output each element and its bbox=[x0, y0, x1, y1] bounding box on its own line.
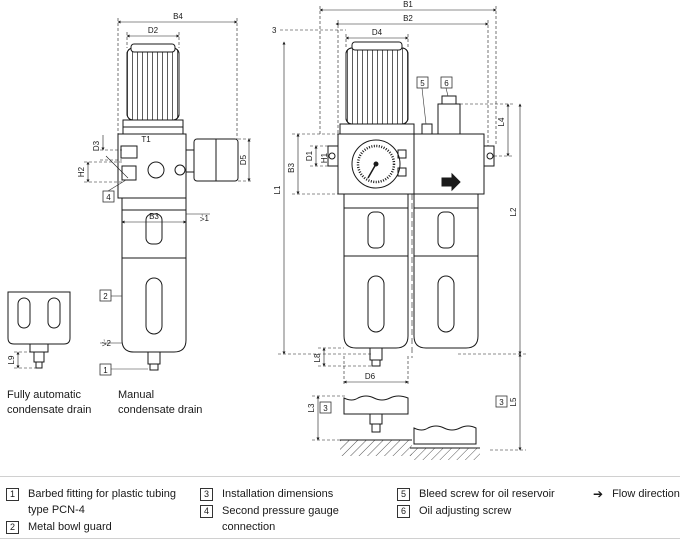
dim-l5: L5 bbox=[509, 397, 518, 406]
caption-auto-drain: Fully automatic condensate drain bbox=[7, 388, 91, 418]
legend-item-2: 2 Metal bowl guard bbox=[6, 519, 112, 535]
installation-detail bbox=[340, 395, 480, 460]
dim-t1: T1 bbox=[141, 135, 151, 144]
auto-drain-detail bbox=[7, 291, 71, 369]
caption-manual-line1: Manual bbox=[118, 389, 155, 401]
dim-b4: B4 bbox=[173, 12, 183, 21]
svg-text:3: 3 bbox=[499, 398, 504, 407]
dim-d4: D4 bbox=[372, 28, 383, 37]
dim-l1: L1 bbox=[273, 185, 282, 194]
legend-item-3: 3 Installation dimensions bbox=[200, 486, 333, 502]
dim-sw1: ⩼1 bbox=[200, 214, 210, 223]
left-unit bbox=[117, 43, 239, 371]
left-knob bbox=[126, 47, 180, 121]
legend-num-4: 4 bbox=[200, 505, 213, 518]
legend-num-5: 5 bbox=[397, 488, 410, 501]
callout-6: 6 bbox=[440, 76, 453, 97]
legend-flow-direction: ➔ Flow direction bbox=[593, 486, 680, 502]
arrow-right-icon: ➔ bbox=[593, 487, 604, 501]
legend-num-2: 2 bbox=[6, 521, 19, 534]
legend-item-6: 6 Oil adjusting screw bbox=[397, 503, 511, 519]
callout-5: 5 bbox=[416, 76, 429, 125]
technical-drawing: B4 D2 B1 B2 D4 T1 B3 ⩼1 ⩼2 D6 3 D3 H2 D5… bbox=[7, 0, 526, 460]
dim-l3: L3 bbox=[307, 403, 316, 412]
legend-num-6: 6 bbox=[397, 505, 410, 518]
right-unit bbox=[327, 41, 495, 367]
dim-b3-right: B3 bbox=[287, 163, 296, 173]
dim-b1: B1 bbox=[403, 0, 413, 9]
caption-auto-line2: condensate drain bbox=[7, 404, 92, 416]
legend-num-1: 1 bbox=[6, 488, 19, 501]
svg-text:1: 1 bbox=[103, 366, 108, 375]
callout-2: 2 bbox=[99, 289, 122, 302]
legend-num-3: 3 bbox=[200, 488, 213, 501]
svg-text:2: 2 bbox=[103, 292, 108, 301]
svg-text:6: 6 bbox=[444, 79, 449, 88]
legend-divider-bottom bbox=[0, 538, 680, 539]
dim-l4: L4 bbox=[497, 117, 506, 126]
svg-text:4: 4 bbox=[106, 193, 111, 202]
dim-d6: D6 bbox=[365, 372, 376, 381]
svg-text:3: 3 bbox=[323, 404, 328, 413]
dim-sw2: ⩼2 bbox=[102, 339, 112, 348]
callout-3-right: 3 bbox=[495, 395, 508, 408]
callout-1: 1 bbox=[99, 363, 148, 376]
dim-h2: H2 bbox=[77, 166, 86, 177]
dim-d2: D2 bbox=[148, 26, 159, 35]
left-dimensions bbox=[84, 18, 253, 344]
dim-three: 3 bbox=[272, 26, 277, 35]
caption-manual-line2: condensate drain bbox=[118, 404, 203, 416]
right-knob bbox=[345, 47, 409, 125]
legend-text-6: Oil adjusting screw bbox=[419, 505, 512, 517]
dim-l9: L9 bbox=[7, 355, 16, 364]
auto-drain-dim bbox=[14, 351, 36, 369]
callout-3-left: 3 bbox=[319, 401, 332, 414]
legend-divider-top bbox=[0, 476, 680, 477]
legend-flow-label: Flow direction bbox=[612, 488, 680, 500]
dim-d1: D1 bbox=[305, 150, 314, 161]
right-dimensions bbox=[278, 6, 526, 451]
legend-text-5: Bleed screw for oil reservoir bbox=[419, 488, 555, 500]
dim-b3-left: B3 bbox=[149, 212, 159, 221]
dim-d5: D5 bbox=[239, 154, 248, 165]
legend-text-3: Installation dimensions bbox=[222, 488, 334, 500]
callout-4: 4 bbox=[102, 179, 127, 203]
dim-b2: B2 bbox=[403, 14, 413, 23]
dim-d3: D3 bbox=[92, 140, 101, 151]
dim-l8: L8 bbox=[313, 353, 322, 362]
legend-text-2: Metal bowl guard bbox=[28, 521, 112, 533]
dim-h1: H1 bbox=[320, 152, 329, 163]
svg-text:5: 5 bbox=[420, 79, 425, 88]
legend-item-5: 5 Bleed screw for oil reservoir bbox=[397, 486, 555, 502]
caption-auto-line1: Fully automatic bbox=[7, 389, 81, 401]
caption-manual-drain: Manual condensate drain bbox=[118, 388, 202, 418]
dim-l2: L2 bbox=[509, 207, 518, 216]
